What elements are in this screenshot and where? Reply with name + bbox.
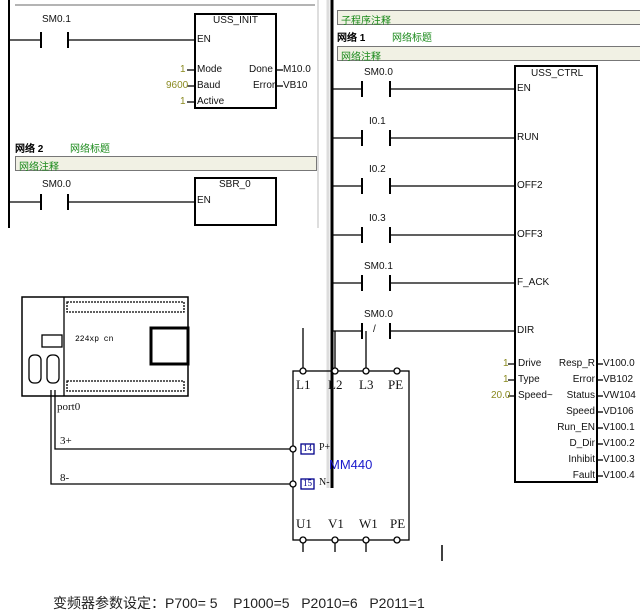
output-value: VW104 [603, 390, 636, 401]
pin-label: Resp_R [558, 358, 595, 369]
port-label: port0 [57, 401, 81, 413]
terminal-label: PE [390, 516, 406, 531]
pin-label: Run_EN [557, 422, 595, 433]
output-value: VD106 [603, 406, 634, 417]
contact-label: I0.1 [369, 116, 386, 127]
terminal-number: 14 [303, 443, 312, 453]
subroutine-comment[interactable]: 子程序注释 [337, 10, 640, 27]
input-value: 20.0 [491, 390, 511, 401]
contact-label: I0.2 [369, 164, 386, 175]
pin-label: Baud [197, 80, 221, 91]
terminal-label: PE [388, 377, 404, 392]
terminal-label: W1 [359, 516, 378, 531]
network-comment[interactable]: 网络注释 [337, 46, 640, 63]
plc-model-label: 224xp cn [75, 335, 114, 344]
terminal-label: U1 [296, 516, 312, 531]
output-value: VB102 [603, 374, 634, 385]
terminal-label: P+ [319, 442, 331, 453]
comment-text: 子程序注释 [341, 16, 391, 27]
contact-label: SM0.1 [364, 261, 393, 272]
pin-label: EN [517, 83, 531, 94]
network-label: 网络 1 [337, 33, 366, 44]
input-value: 1 [180, 64, 186, 75]
pin-label: F_ACK [517, 277, 550, 288]
terminal-label: L3 [359, 377, 374, 392]
pin-label: Done [249, 64, 273, 75]
pin-label: Inhibit [568, 454, 595, 465]
block-title: USS_CTRL [531, 68, 584, 79]
contact-label: I0.3 [369, 213, 386, 224]
pin-label: OFF3 [517, 229, 543, 240]
terminal-label: V1 [328, 516, 344, 531]
terminal-label: L1 [296, 377, 311, 392]
pin-label: Speed [566, 406, 595, 417]
terminal-label: N- [319, 477, 330, 488]
pin-label: Fault [572, 470, 595, 481]
output-value: V100.4 [603, 470, 635, 481]
output-value: V100.0 [603, 358, 635, 369]
output-value: V100.3 [603, 454, 635, 465]
wire-label: 8- [60, 472, 70, 484]
pin-label: OFF2 [517, 180, 543, 191]
input-value: 1 [180, 96, 186, 107]
input-value: 1 [503, 374, 509, 385]
output-value: V100.2 [603, 438, 635, 449]
pin-label: Mode [197, 64, 223, 75]
network-title: 网络标题 [70, 144, 110, 155]
pin-label: Error [572, 374, 595, 385]
output-value: V100.1 [603, 422, 635, 433]
network-comment[interactable]: 网络注释 [15, 156, 317, 173]
pin-label: Error [253, 80, 276, 91]
comment-text: 网络注释 [19, 162, 59, 173]
pin-label: Active [197, 96, 225, 107]
pin-label: Status [566, 390, 595, 401]
pin-label: Speed~ [518, 390, 553, 401]
pin-label: Drive [518, 358, 542, 369]
contact-label: SM0.0 [364, 309, 393, 320]
input-value: 1 [503, 358, 509, 369]
pin-label: Type [518, 374, 540, 385]
output-value: M10.0 [283, 64, 311, 75]
output-value: VB10 [283, 80, 308, 91]
pin-en: EN [197, 34, 211, 45]
network-label: 网络 2 [15, 144, 44, 155]
pin-label: DIR [517, 325, 535, 336]
wire-label: 3+ [60, 435, 72, 447]
terminal-number: 15 [303, 478, 312, 488]
parameter-settings: 变频器参数设定：P700= 5 P1000=5 P2010=6 P2011=1 [53, 595, 425, 611]
drive-label: MM440 [329, 457, 373, 472]
block-title: USS_INIT [213, 15, 259, 26]
contact-label: SM0.0 [364, 67, 393, 78]
pin-label: RUN [517, 132, 539, 143]
block-title: SBR_0 [219, 179, 251, 190]
contact-label: SM0.0 [42, 179, 71, 190]
pin-label: D_Dir [569, 438, 595, 449]
pin-en: EN [197, 195, 211, 206]
contact-label: SM0.1 [42, 14, 71, 25]
network-title: 网络标题 [392, 33, 432, 44]
input-value: 9600 [166, 80, 189, 91]
comment-text: 网络注释 [341, 52, 381, 63]
terminal-label: L2 [328, 377, 343, 392]
negated-contact-mark: / [373, 324, 376, 335]
